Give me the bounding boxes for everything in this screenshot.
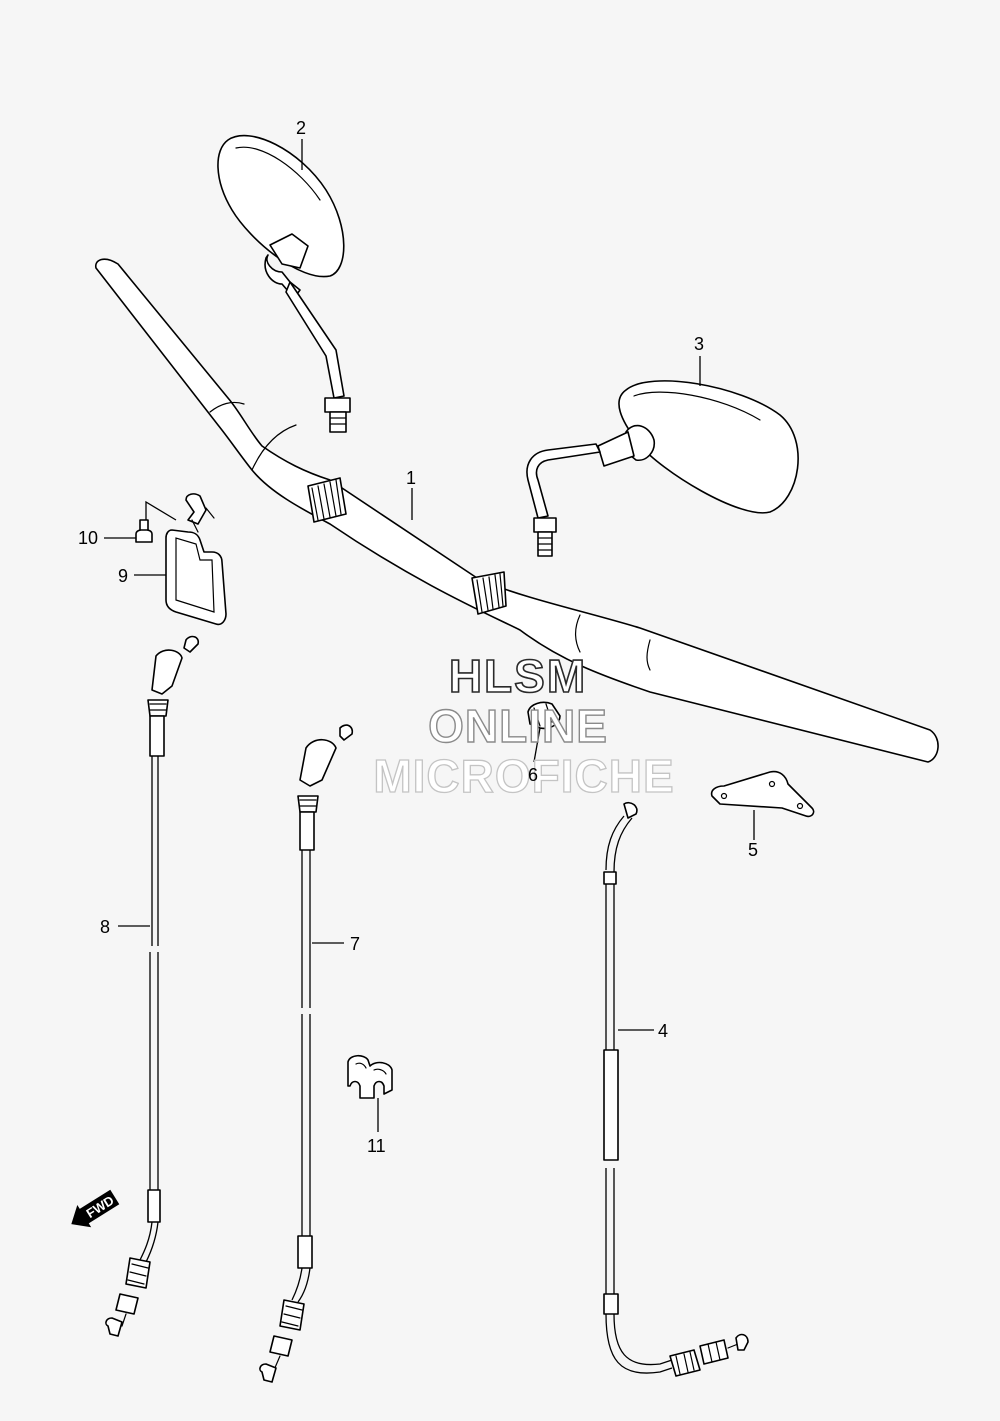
- mirror-right[interactable]: [526, 380, 799, 557]
- bracket-plate[interactable]: [710, 770, 815, 818]
- screw[interactable]: [135, 519, 153, 543]
- mirror-left[interactable]: [217, 134, 351, 433]
- callout-3[interactable]: 3: [694, 334, 704, 354]
- handlebar-knurl-right: [471, 571, 507, 615]
- cable-clip[interactable]: [527, 701, 561, 730]
- fwd-arrow-icon: FWD: [71, 1189, 120, 1228]
- cable-clamp[interactable]: [347, 1054, 393, 1099]
- callout-7[interactable]: 7: [350, 934, 360, 954]
- watermark-line-1: HLSM: [449, 650, 587, 702]
- watermark: HLSM ONLINE MICROFICHE: [373, 649, 675, 802]
- brake-cable[interactable]: [603, 801, 749, 1377]
- throttle-cable[interactable]: [259, 724, 354, 1383]
- callout-11[interactable]: 11: [367, 1136, 386, 1156]
- callout-4[interactable]: 4: [658, 1021, 668, 1041]
- watermark-line-3: MICROFICHE: [373, 750, 674, 802]
- callout-2[interactable]: 2: [296, 118, 306, 138]
- clutch-cable[interactable]: [105, 635, 200, 1337]
- handlebar[interactable]: [94, 258, 939, 763]
- callout-8[interactable]: 8: [100, 917, 110, 937]
- callout-1[interactable]: 1: [406, 468, 416, 488]
- handlebar-knurl-left: [307, 477, 347, 523]
- leader-lines: [104, 139, 755, 1132]
- callout-6[interactable]: 6: [528, 765, 538, 785]
- callout-9[interactable]: 9: [118, 566, 128, 586]
- callout-5[interactable]: 5: [748, 840, 758, 860]
- watermark-line-2: ONLINE: [428, 700, 608, 752]
- callout-10[interactable]: 10: [78, 528, 98, 548]
- callout-numbers: 2 3 1 10 9 6 5 8 7 4 11: [78, 118, 758, 1156]
- cable-guide-bracket[interactable]: [165, 493, 227, 626]
